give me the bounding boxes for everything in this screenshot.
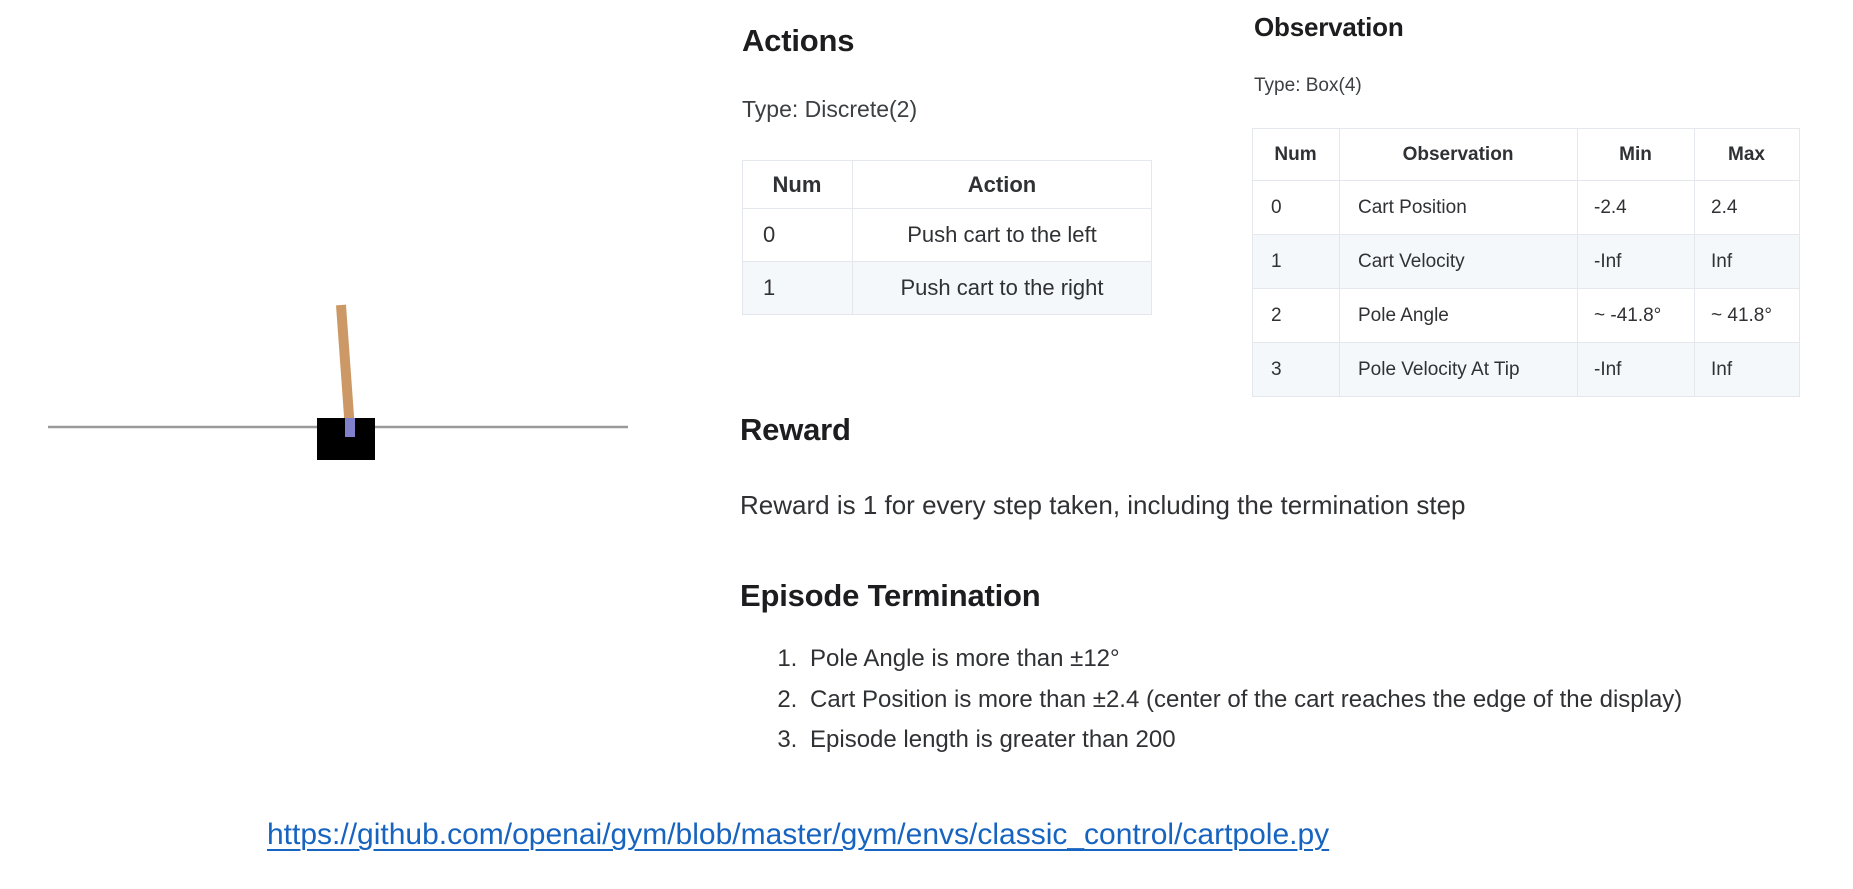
reward-description: Reward is 1 for every step taken, includ… <box>740 490 1466 520</box>
cart-axle <box>345 418 355 437</box>
observation-cell-num: 3 <box>1252 342 1340 397</box>
actions-type-label: Type: Discrete(2) <box>742 96 918 122</box>
observation-cell-max: ~ 41.8° <box>1694 288 1800 343</box>
episode-termination-list: Pole Angle is more than ±12° Cart Positi… <box>756 645 1682 767</box>
table-row: 0 Cart Position -2.4 2.4 <box>1252 180 1800 235</box>
observation-cell-min: -Inf <box>1577 342 1695 397</box>
table-row: 1 Cart Velocity -Inf Inf <box>1252 234 1800 289</box>
reward-heading: Reward <box>740 412 851 447</box>
table-row: 0 Push cart to the left <box>742 208 1152 262</box>
observation-cell-min: ~ -41.8° <box>1577 288 1695 343</box>
episode-termination-heading: Episode Termination <box>740 578 1041 613</box>
actions-cell-num: 0 <box>742 208 853 262</box>
observation-cell-observation: Cart Velocity <box>1339 234 1578 289</box>
observation-col-header-max: Max <box>1694 128 1800 181</box>
observation-cell-observation: Pole Angle <box>1339 288 1578 343</box>
observation-cell-num: 1 <box>1252 234 1340 289</box>
table-row: 3 Pole Velocity At Tip -Inf Inf <box>1252 342 1800 397</box>
observation-cell-observation: Cart Position <box>1339 180 1578 235</box>
observation-cell-max: Inf <box>1694 234 1800 289</box>
observation-cell-min: -Inf <box>1577 234 1695 289</box>
observation-col-header-observation: Observation <box>1339 128 1578 181</box>
table-row: 2 Pole Angle ~ -41.8° ~ 41.8° <box>1252 288 1800 343</box>
source-code-link[interactable]: https://github.com/openai/gym/blob/maste… <box>267 818 1330 851</box>
list-item: Cart Position is more than ±2.4 (center … <box>804 686 1682 714</box>
observation-cell-num: 0 <box>1252 180 1340 235</box>
table-header-row: Num Observation Min Max <box>1252 128 1800 181</box>
observation-table: Num Observation Min Max 0 Cart Position … <box>1252 128 1800 397</box>
observation-col-header-min: Min <box>1577 128 1695 181</box>
observation-type-label: Type: Box(4) <box>1254 75 1362 96</box>
observation-cell-max: Inf <box>1694 342 1800 397</box>
observation-cell-min: -2.4 <box>1577 180 1695 235</box>
observation-cell-observation: Pole Velocity At Tip <box>1339 342 1578 397</box>
actions-table: Num Action 0 Push cart to the left 1 Pus… <box>742 160 1152 315</box>
list-item: Episode length is greater than 200 <box>804 726 1682 754</box>
observation-col-header-num: Num <box>1252 128 1340 181</box>
actions-col-header-action: Action <box>852 160 1152 209</box>
actions-cell-action: Push cart to the right <box>852 261 1152 315</box>
table-row: 1 Push cart to the right <box>742 261 1152 315</box>
table-header-row: Num Action <box>742 160 1152 209</box>
observation-cell-max: 2.4 <box>1694 180 1800 235</box>
actions-heading: Actions <box>742 23 855 58</box>
list-item: Pole Angle is more than ±12° <box>804 645 1682 673</box>
observation-cell-num: 2 <box>1252 288 1340 343</box>
observation-heading: Observation <box>1254 12 1404 42</box>
actions-col-header-num: Num <box>742 160 853 209</box>
actions-cell-action: Push cart to the left <box>852 208 1152 262</box>
actions-cell-num: 1 <box>742 261 853 315</box>
cartpole-environment-illustration <box>0 230 700 520</box>
pole-bar <box>336 304 355 431</box>
